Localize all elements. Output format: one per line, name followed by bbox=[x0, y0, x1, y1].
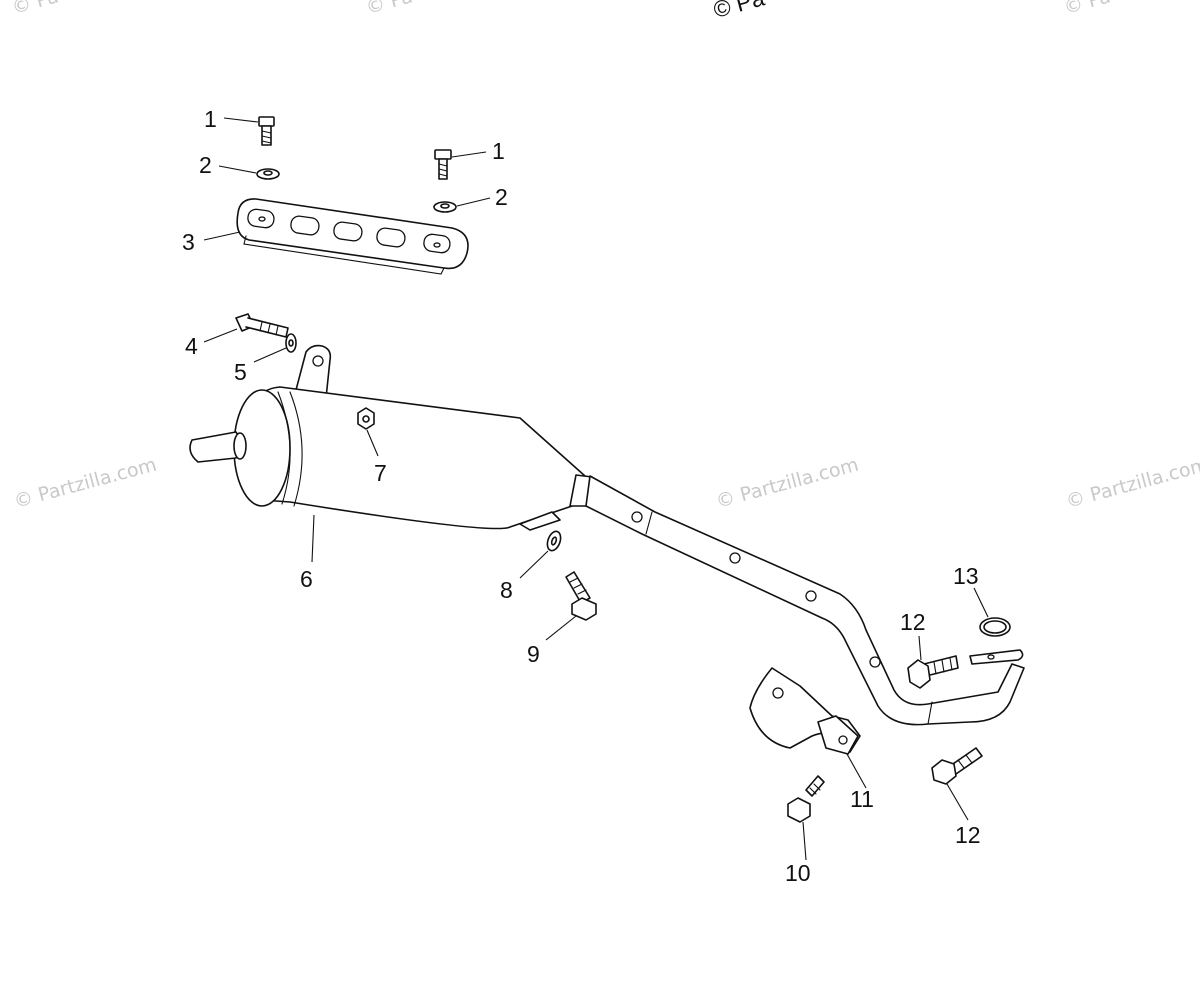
bolt-12-lower bbox=[931, 747, 983, 785]
washer-8 bbox=[546, 530, 562, 552]
callout-13: 13 bbox=[953, 563, 979, 589]
callout-12-lower: 12 bbox=[955, 822, 981, 848]
callout-5: 5 bbox=[234, 359, 247, 385]
callouts: 1 1 2 2 3 4 5 6 7 8 9 10 11 12 12 13 bbox=[182, 106, 981, 886]
bolt-4 bbox=[235, 313, 289, 338]
bolt-12-upper bbox=[907, 655, 959, 689]
callout-3: 3 bbox=[182, 229, 195, 255]
watermark-top-dark: © Pa bbox=[711, 0, 768, 23]
watermark-right: © Partzilla.com bbox=[1064, 454, 1200, 513]
gasket-13 bbox=[979, 617, 1011, 637]
bolt-10 bbox=[787, 775, 825, 823]
watermark-left: © Partzilla.com bbox=[12, 454, 159, 513]
watermarks: © Partzilla.com © Partzilla.com © Partzi… bbox=[10, 0, 1200, 513]
watermark-top-1: © Pa bbox=[10, 0, 61, 19]
callout-6: 6 bbox=[300, 566, 313, 592]
callout-9: 9 bbox=[527, 641, 540, 667]
callout-11: 11 bbox=[850, 786, 874, 812]
watermark-top-4: © Pa bbox=[1062, 0, 1113, 19]
callout-12-upper: 12 bbox=[900, 609, 926, 635]
bolt-1-left bbox=[258, 116, 275, 146]
callout-4: 4 bbox=[185, 333, 198, 359]
muffler-6 bbox=[189, 344, 593, 531]
bolt-1-right bbox=[434, 149, 452, 180]
bolt-9 bbox=[565, 571, 597, 621]
callout-1-right: 1 bbox=[492, 138, 505, 164]
washer-2-left bbox=[256, 168, 280, 180]
heat-shield-bracket-3 bbox=[236, 198, 469, 275]
callout-2-right: 2 bbox=[495, 184, 508, 210]
washer-5 bbox=[285, 333, 297, 353]
callout-10: 10 bbox=[785, 860, 811, 886]
header-pipe bbox=[585, 475, 1025, 726]
callout-7: 7 bbox=[374, 460, 387, 486]
washer-2-right bbox=[433, 201, 457, 213]
watermark-top-2: © Pa bbox=[364, 0, 415, 19]
callout-1-left: 1 bbox=[204, 106, 217, 132]
callout-2-left: 2 bbox=[199, 152, 212, 178]
bracket-11 bbox=[749, 667, 861, 755]
nut-7 bbox=[357, 407, 375, 430]
leader-lines bbox=[203, 117, 989, 861]
callout-8: 8 bbox=[500, 577, 513, 603]
watermark-center-right: © Partzilla.com bbox=[714, 454, 861, 513]
